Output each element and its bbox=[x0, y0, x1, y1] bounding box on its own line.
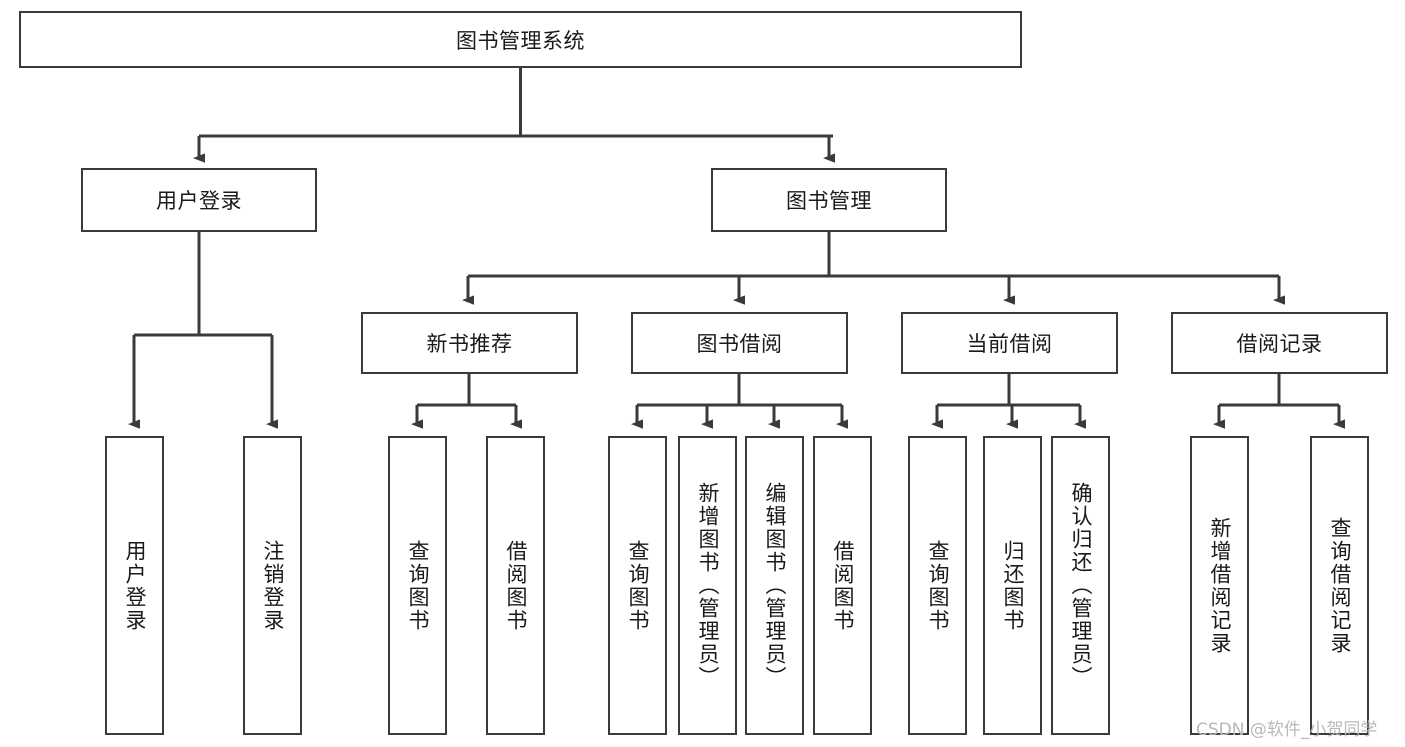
leaf-node[interactable]: 新增图书（管理员） bbox=[678, 436, 737, 735]
node-label: 图书借阅 bbox=[696, 332, 783, 356]
csdn-watermark: CSDN @软件_小贺同学 bbox=[1196, 720, 1378, 740]
node-borrow-record[interactable]: 借阅记录 bbox=[1171, 312, 1388, 374]
leaf-label: 确认归还（管理员） bbox=[1068, 482, 1093, 689]
leaf-label: 编辑图书（管理员） bbox=[762, 482, 787, 689]
leaf-label: 借阅图书 bbox=[503, 539, 528, 632]
leaf-node[interactable]: 归还图书 bbox=[983, 436, 1042, 735]
leaf-node[interactable]: 新增借阅记录 bbox=[1190, 436, 1249, 735]
node-root-label: 图书管理系统 bbox=[456, 28, 585, 53]
leaf-node[interactable]: 查询图书 bbox=[608, 436, 667, 735]
leaf-node[interactable]: 借阅图书 bbox=[813, 436, 872, 735]
leaf-label: 新增借阅记录 bbox=[1207, 516, 1232, 655]
leaf-node[interactable]: 借阅图书 bbox=[486, 436, 545, 735]
leaf-label: 用户登录 bbox=[122, 539, 147, 632]
node-user-login[interactable]: 用户登录 bbox=[81, 168, 317, 232]
node-current-borrow[interactable]: 当前借阅 bbox=[901, 312, 1118, 374]
node-root-system[interactable]: 图书管理系统 bbox=[19, 11, 1022, 68]
node-label: 图书管理 bbox=[786, 189, 872, 213]
leaf-node[interactable]: 确认归还（管理员） bbox=[1051, 436, 1110, 735]
leaf-label: 查询借阅记录 bbox=[1327, 516, 1352, 655]
node-label: 用户登录 bbox=[156, 189, 242, 213]
leaf-label: 注销登录 bbox=[260, 539, 285, 632]
leaf-label: 归还图书 bbox=[1000, 539, 1025, 632]
leaf-node[interactable]: 查询图书 bbox=[908, 436, 967, 735]
node-label: 当前借阅 bbox=[966, 332, 1053, 356]
node-new-book-recommend[interactable]: 新书推荐 bbox=[361, 312, 578, 374]
node-label: 借阅记录 bbox=[1236, 332, 1323, 356]
leaf-node[interactable]: 查询图书 bbox=[388, 436, 447, 735]
leaf-node[interactable]: 编辑图书（管理员） bbox=[745, 436, 804, 735]
node-book-management[interactable]: 图书管理 bbox=[711, 168, 947, 232]
leaf-label: 查询图书 bbox=[625, 539, 650, 632]
node-book-borrow[interactable]: 图书借阅 bbox=[631, 312, 848, 374]
leaf-node[interactable]: 用户登录 bbox=[105, 436, 164, 735]
leaf-label: 查询图书 bbox=[405, 539, 430, 632]
node-label: 新书推荐 bbox=[426, 332, 513, 356]
leaf-node[interactable]: 查询借阅记录 bbox=[1310, 436, 1369, 735]
leaf-node[interactable]: 注销登录 bbox=[243, 436, 302, 735]
leaf-label: 查询图书 bbox=[925, 539, 950, 632]
leaf-label: 新增图书（管理员） bbox=[695, 482, 720, 689]
leaf-label: 借阅图书 bbox=[830, 539, 855, 632]
